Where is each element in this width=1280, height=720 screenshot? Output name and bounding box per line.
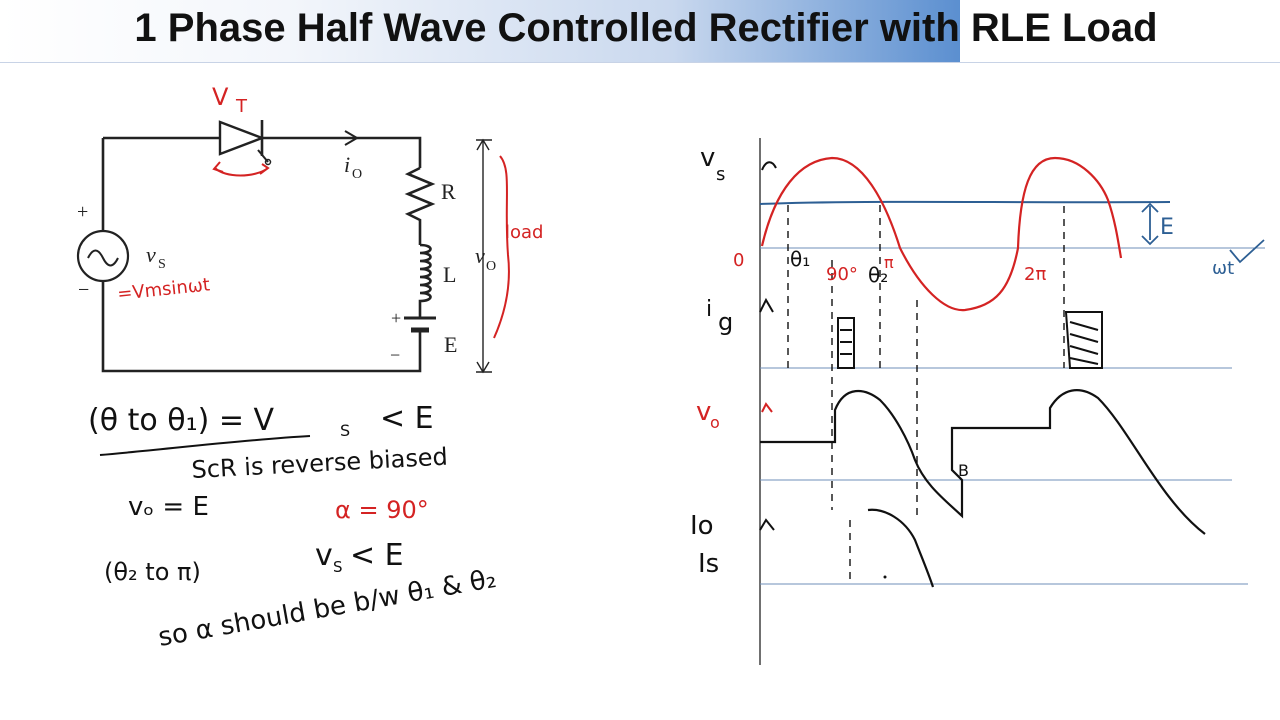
theta1-label: θ₁	[790, 247, 810, 271]
note-vs-sub: S	[333, 558, 343, 576]
io-dot	[883, 575, 887, 579]
io-waveform	[867, 508, 935, 588]
note-vo-eq-e: vₒ = E	[128, 492, 209, 522]
gate-pulse-2-hatch	[1069, 321, 1099, 365]
vt-arrow-right	[259, 163, 270, 175]
vs-axis-head	[761, 161, 777, 171]
beta-label: B	[958, 461, 969, 480]
vs-waveform	[760, 156, 1123, 312]
note-scr-reverse: ScR is reverse biased	[191, 443, 449, 484]
wt-label: ωt	[1212, 258, 1234, 279]
e-marker-label: E	[1160, 215, 1174, 240]
wire-top-right	[262, 136, 422, 168]
zero-label: 0	[733, 250, 744, 271]
note-vs-lt-e-2: < E	[350, 538, 404, 573]
note-alpha-range: so α should be b/w θ₁ & θ₂	[156, 564, 499, 653]
source-plus: +	[77, 201, 88, 223]
note-underline	[99, 435, 311, 456]
load-brace	[493, 155, 510, 339]
ac-source-circle	[76, 229, 130, 283]
current-label: i	[344, 152, 350, 177]
ig-axis-sub: g	[718, 308, 733, 336]
title-band	[0, 0, 960, 62]
vo-axis-label: v	[696, 397, 711, 427]
output-sub: O	[486, 259, 496, 274]
resistor	[404, 166, 436, 245]
waveform-plots	[759, 138, 1265, 665]
ig-axis-label: i	[706, 297, 712, 322]
gate-pulse-1-hatch	[840, 329, 852, 355]
vo-waveform	[760, 389, 1206, 535]
vt-label: V	[212, 83, 229, 111]
circuit-schematic	[76, 120, 492, 374]
thyristor-triangle	[218, 120, 266, 156]
theta2-label: θ₂	[868, 263, 888, 287]
source-label: v	[146, 242, 156, 267]
pi-label: π	[884, 253, 894, 272]
vs-axis-sub: s	[716, 164, 725, 185]
note-interval-1: (θ to θ₁) = V	[88, 403, 275, 438]
io-axis-head	[759, 518, 775, 531]
ig-axis-head	[759, 297, 774, 313]
is-axis-label: Is	[698, 549, 719, 579]
vt-sub: T	[235, 96, 248, 117]
battery-plus: +	[391, 308, 401, 328]
two-pi-label: 2π	[1024, 264, 1046, 285]
gate-terminal	[264, 158, 272, 166]
source-minus: −	[78, 279, 89, 301]
wire-bottom	[101, 280, 422, 373]
inductor-label: L	[443, 262, 456, 287]
e-marker-arrows	[1141, 202, 1159, 246]
load-label: load	[505, 222, 543, 243]
vo-axis-head	[761, 402, 773, 413]
current-arrow	[344, 130, 359, 146]
current-sub: O	[352, 167, 362, 182]
vs-expression: =Vmsinωt	[116, 274, 211, 305]
note-interval-2: (θ₂ to π)	[104, 558, 201, 586]
vo-axis-sub: o	[710, 413, 720, 432]
resistor-label: R	[441, 179, 456, 204]
note-alpha-90: α = 90°	[335, 496, 429, 524]
note-vs: v	[315, 538, 333, 573]
source-sub: S	[158, 257, 166, 272]
wt-axis-arrow	[1229, 239, 1265, 264]
deg90-label: 90°	[826, 264, 858, 285]
io-axis-label: Io	[690, 511, 714, 541]
ac-source-wave	[87, 249, 119, 267]
note-vs-lt-e: < E	[380, 401, 434, 436]
battery-minus: −	[390, 345, 400, 365]
output-label: v	[475, 243, 485, 268]
gate-pulse-1	[837, 317, 855, 369]
gate-pulse-2	[1064, 311, 1103, 369]
vt-arrow-left	[212, 161, 224, 173]
battery-label: E	[444, 332, 457, 357]
vs-axis-label: v	[700, 143, 715, 173]
note-s-sub: S	[340, 421, 350, 440]
vo-dimension-ticks	[476, 139, 492, 373]
inductor	[418, 243, 432, 318]
page-title: 1 Phase Half Wave Controlled Rectifier w…	[134, 6, 1158, 50]
e-level-line	[759, 200, 1171, 205]
title-rule	[0, 62, 1280, 63]
